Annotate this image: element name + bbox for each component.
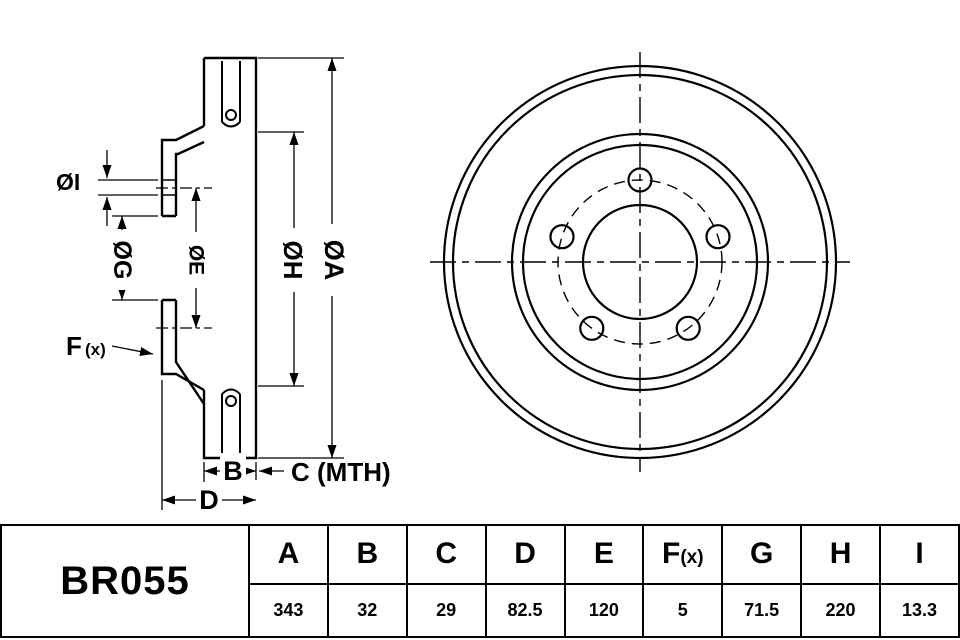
vane-detail-bottom [225, 395, 237, 407]
stud-hole-edges [162, 179, 176, 196]
bolt-circle-pcd [557, 179, 723, 345]
stud-hole [579, 315, 605, 341]
col-header-d: D [484, 524, 566, 585]
dim-b-label: B [223, 456, 243, 486]
value-c: 29 [405, 582, 487, 639]
f-label: F [66, 331, 82, 361]
dim-c-label: C (MTH) [291, 457, 391, 487]
dia-i-label: ØI [56, 169, 80, 195]
friction-ring-outline [202, 56, 258, 460]
dia-a-label: ØA [319, 240, 349, 281]
value-f: 5 [642, 582, 724, 639]
f-leader-arrow [111, 345, 154, 356]
hat-inner-profile [174, 140, 205, 405]
vent-channel-bottom [221, 388, 241, 455]
value-i: 13.3 [879, 582, 960, 639]
stud-hole [705, 224, 731, 250]
dimension-labels: ØA ØH ØE ØG ØI F (x) B C (MTH) D [56, 169, 391, 515]
vent-channel-top [221, 61, 241, 128]
col-header-f: F(x) [642, 524, 724, 585]
value-g: 71.5 [721, 582, 803, 639]
col-header-g: G [721, 524, 803, 585]
col-header-f-main: F [662, 537, 681, 571]
dim-i-extensions [98, 179, 158, 196]
friction-inner-circle [510, 132, 770, 392]
value-e: 120 [563, 582, 645, 639]
part-number: BR055 [0, 524, 250, 638]
col-header-a: A [248, 524, 329, 585]
stud-hole [675, 315, 701, 341]
col-header-e: E [563, 524, 645, 585]
vane-detail-top [225, 109, 237, 121]
dia-h-label: ØH [278, 241, 308, 280]
crosshair-centerlines [430, 52, 850, 472]
value-b: 32 [326, 582, 408, 639]
dia-g-label: ØG [108, 241, 136, 280]
col-header-f-suffix: (x) [680, 547, 704, 569]
col-header-c: C [405, 524, 487, 585]
label-backgrounds [109, 224, 347, 518]
col-header-b: B [326, 524, 408, 585]
centre-bore-edges [162, 214, 176, 302]
col-header-h: H [800, 524, 881, 585]
dim-d-label: D [199, 485, 219, 515]
spec-table: BR055 A B C D E F(x) G H I 343 32 29 82.… [0, 524, 960, 639]
front-view-centerlines [430, 52, 850, 472]
value-a: 343 [248, 582, 329, 639]
stud-hole [549, 224, 575, 250]
dim-e-extensions [156, 187, 212, 329]
value-h: 220 [800, 582, 881, 639]
value-d: 82.5 [484, 582, 566, 639]
technical-drawing: ØA ØH ØE ØG ØI F (x) B C (MTH) D [56, 52, 850, 518]
f-label-suffix: (x) [85, 340, 106, 359]
cross-section-view [160, 56, 258, 460]
dia-e-label: ØE [185, 245, 208, 275]
col-header-i: I [879, 524, 960, 585]
